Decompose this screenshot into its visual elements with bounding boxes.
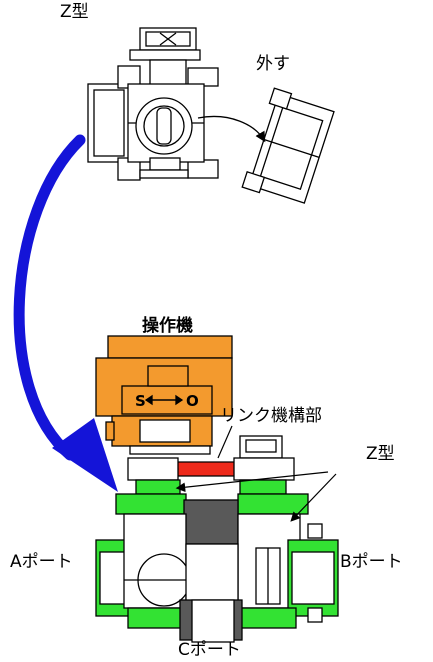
blue-arrow [13, 134, 118, 492]
dial-o-label: O [186, 392, 199, 410]
three-way-valve-body [95, 457, 339, 643]
port-a-label: Aポート [10, 552, 73, 572]
port-b-label: Bポート [340, 552, 403, 572]
dial-s-label: S [135, 392, 146, 410]
z-type-callout-line-1 [175, 471, 329, 493]
link-callout-line [217, 425, 233, 459]
z-type-top-label: Z型 [60, 2, 89, 22]
z-type-valve-drawing [87, 27, 219, 181]
removed-flange-part [241, 87, 335, 204]
z-type-right-label: Z型 [366, 444, 395, 464]
actuator-label: 操作機 [142, 316, 193, 336]
port-c-label: Cポート [178, 640, 241, 660]
remove-arrow [197, 115, 266, 143]
link-mechanism-label: リンク機構部 [220, 406, 322, 426]
z-type-callout-line-2 [290, 473, 337, 522]
actuator [95, 335, 283, 459]
remove-label: 外す [256, 54, 290, 74]
